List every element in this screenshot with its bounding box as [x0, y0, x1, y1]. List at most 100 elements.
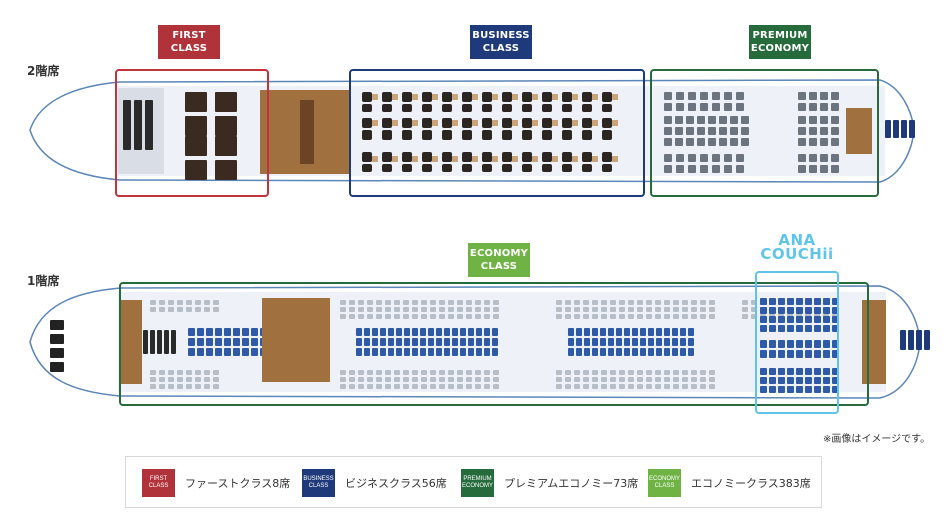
- economy-seat: [493, 384, 499, 389]
- premium-seat: [724, 165, 732, 173]
- economy-seat: [682, 384, 688, 389]
- economy-seat: [556, 377, 562, 382]
- economy-seat: [619, 384, 625, 389]
- couchii-seat: [188, 338, 195, 346]
- premium-seat: [798, 165, 806, 173]
- business-seat: [482, 92, 492, 102]
- couchii-seat: [787, 386, 794, 393]
- couchii-seat: [632, 348, 638, 356]
- legend-item-first: FIRST CLASS ファーストクラス8席: [142, 468, 290, 498]
- economy-seat: [646, 377, 652, 382]
- economy-seat: [682, 300, 688, 305]
- premium-economy-zone: [650, 69, 879, 197]
- economy-seat: [358, 314, 364, 319]
- economy-seat: [673, 377, 679, 382]
- couchii-seat: [778, 307, 785, 314]
- couchii-seat: [640, 348, 646, 356]
- economy-seat: [664, 307, 670, 312]
- couchii-seat: [680, 328, 686, 336]
- economy-seat: [430, 384, 436, 389]
- economy-seat: [430, 370, 436, 375]
- couchii-seat: [616, 338, 622, 346]
- economy-seat: [610, 370, 616, 375]
- economy-seat: [204, 370, 210, 375]
- economy-seat: [159, 377, 165, 382]
- economy-seat: [601, 314, 607, 319]
- couchii-seat: [805, 386, 812, 393]
- economy-seat: [412, 377, 418, 382]
- couchii-seat: [364, 338, 370, 346]
- couchii-seat: [823, 307, 830, 314]
- economy-seat: [403, 377, 409, 382]
- economy-seat: [213, 300, 219, 305]
- economy-seat: [637, 370, 643, 375]
- business-side-table: [372, 94, 378, 100]
- couchii-seat: [769, 368, 776, 375]
- premium-seat: [809, 103, 817, 111]
- business-seat: [382, 118, 392, 128]
- business-seat: [562, 104, 572, 112]
- couchii-seat: [640, 328, 646, 336]
- economy-seat: [439, 300, 445, 305]
- premium-seat: [676, 92, 684, 100]
- couchii-seat: [412, 328, 418, 336]
- couchii-seat: [672, 328, 678, 336]
- couchii-seat: [251, 348, 258, 356]
- business-side-table: [452, 94, 458, 100]
- premium-seat: [676, 154, 684, 162]
- economy-seat: [664, 314, 670, 319]
- economy-seat: [204, 300, 210, 305]
- premium-seat: [730, 138, 738, 146]
- business-side-table: [432, 156, 438, 162]
- couchii-seat: [251, 338, 258, 346]
- economy-seat: [367, 314, 373, 319]
- business-seat: [482, 104, 492, 112]
- economy-seat: [475, 377, 481, 382]
- business-seat: [442, 130, 452, 140]
- business-side-table: [392, 156, 398, 162]
- couchii-seat: [664, 328, 670, 336]
- business-seat: [482, 164, 492, 172]
- economy-seat: [159, 384, 165, 389]
- economy-seat: [186, 307, 192, 312]
- business-side-table: [432, 94, 438, 100]
- business-seat: [582, 92, 592, 102]
- upper-rear-stair: [901, 120, 907, 138]
- couchii-seat: [648, 328, 654, 336]
- economy-seat: [682, 370, 688, 375]
- economy-seat: [448, 384, 454, 389]
- first-suite-seat: [215, 136, 237, 156]
- economy-seat: [673, 307, 679, 312]
- economy-seat: [340, 377, 346, 382]
- premium-seat: [730, 116, 738, 124]
- couchii-seat: [656, 338, 662, 346]
- premium-seat: [708, 127, 716, 135]
- couchii-seat: [436, 328, 442, 336]
- premium-seat: [688, 165, 696, 173]
- economy-seat: [403, 300, 409, 305]
- premium-seat: [686, 116, 694, 124]
- couchii-seat: [760, 377, 767, 384]
- economy-seat: [646, 370, 652, 375]
- business-side-table: [552, 120, 558, 126]
- couchii-seat: [420, 328, 426, 336]
- premium-seat: [708, 138, 716, 146]
- legend-swatch-first-line2: CLASS: [148, 483, 169, 489]
- economy-seat: [177, 377, 183, 382]
- business-seat: [502, 92, 512, 102]
- economy-seat: [655, 384, 661, 389]
- economy-seat: [403, 384, 409, 389]
- premium-seat: [700, 103, 708, 111]
- economy-seat: [691, 377, 697, 382]
- couchii-seat: [206, 348, 213, 356]
- economy-seat: [412, 370, 418, 375]
- economy-seat: [466, 300, 472, 305]
- couchii-seat: [787, 377, 794, 384]
- couchii-seat: [656, 348, 662, 356]
- couchii-seat: [396, 338, 402, 346]
- premium-seat: [736, 154, 744, 162]
- economy-seat: [466, 377, 472, 382]
- premium-seat: [820, 138, 828, 146]
- couchii-seat: [769, 316, 776, 323]
- economy-seat: [367, 377, 373, 382]
